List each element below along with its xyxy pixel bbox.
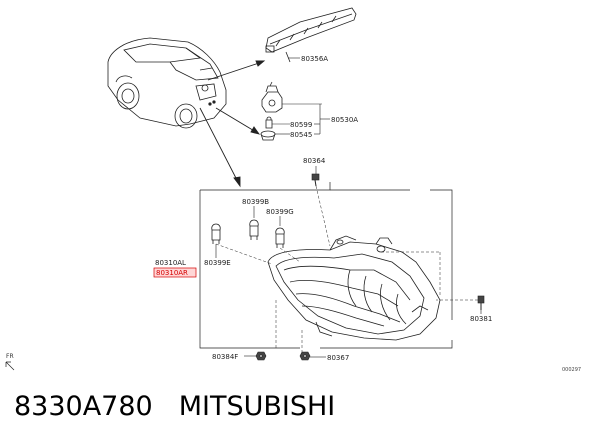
tail-lamp-assembly[interactable]: [267, 235, 441, 341]
high-mount-stop-lamp[interactable]: [265, 7, 357, 63]
arrow-to-high-mount-lamp: [207, 60, 266, 81]
nut-80367[interactable]: [299, 351, 311, 361]
screw-80364[interactable]: [311, 173, 320, 187]
front-marker-label: FR: [6, 353, 14, 360]
callout-80599: 80599: [290, 121, 312, 129]
arrow-to-socket: [215, 107, 261, 135]
tail-lamp-detail-frame: [199, 182, 453, 349]
callout-80399B: 80399B: [242, 198, 269, 206]
callout-80381: 80381: [470, 315, 492, 323]
nut-80384F[interactable]: [255, 351, 267, 361]
part-caption: 8330A780 MITSUBISHI: [14, 391, 335, 431]
socket-assembly[interactable]: [261, 81, 283, 113]
callout-80310AR-highlighted[interactable]: 80310AR: [156, 269, 188, 277]
highlight-box: [153, 267, 197, 278]
bulb-80399G[interactable]: [275, 227, 285, 248]
arrow-to-tail-lamp: [199, 107, 241, 188]
callout-80364: 80364: [303, 157, 326, 165]
bulb-leaders: [215, 206, 281, 258]
callout-80545: 80545: [290, 131, 312, 139]
callout-80384F: 80384F: [212, 353, 238, 361]
callout-80399E: 80399E: [204, 259, 231, 267]
callout-80530A: 80530A: [331, 116, 358, 124]
bulb-80599[interactable]: [265, 116, 273, 129]
bulb-80399B[interactable]: [249, 219, 259, 240]
callout-80367: 80367: [327, 354, 349, 362]
callout-80399G: 80399G: [266, 208, 294, 216]
exploded-parts-diagram: 80356A 80599 80545 80530A: [5, 7, 581, 373]
assembly-guide-lines: [215, 185, 478, 352]
brand-name: MITSUBISHI: [178, 391, 336, 422]
socket-leaders: [272, 103, 330, 135]
callout-80356A: 80356A: [301, 55, 328, 63]
part-number: 8330A780: [14, 391, 153, 422]
front-arrow-icon: [5, 361, 15, 371]
bulb-80399E[interactable]: [211, 223, 221, 244]
callout-80310AL: 80310AL: [155, 259, 186, 267]
screw-80381[interactable]: [477, 295, 485, 310]
vehicle-illustration: [107, 37, 227, 129]
figure-id: 000297: [562, 367, 581, 373]
grommet-80545[interactable]: [260, 130, 276, 141]
